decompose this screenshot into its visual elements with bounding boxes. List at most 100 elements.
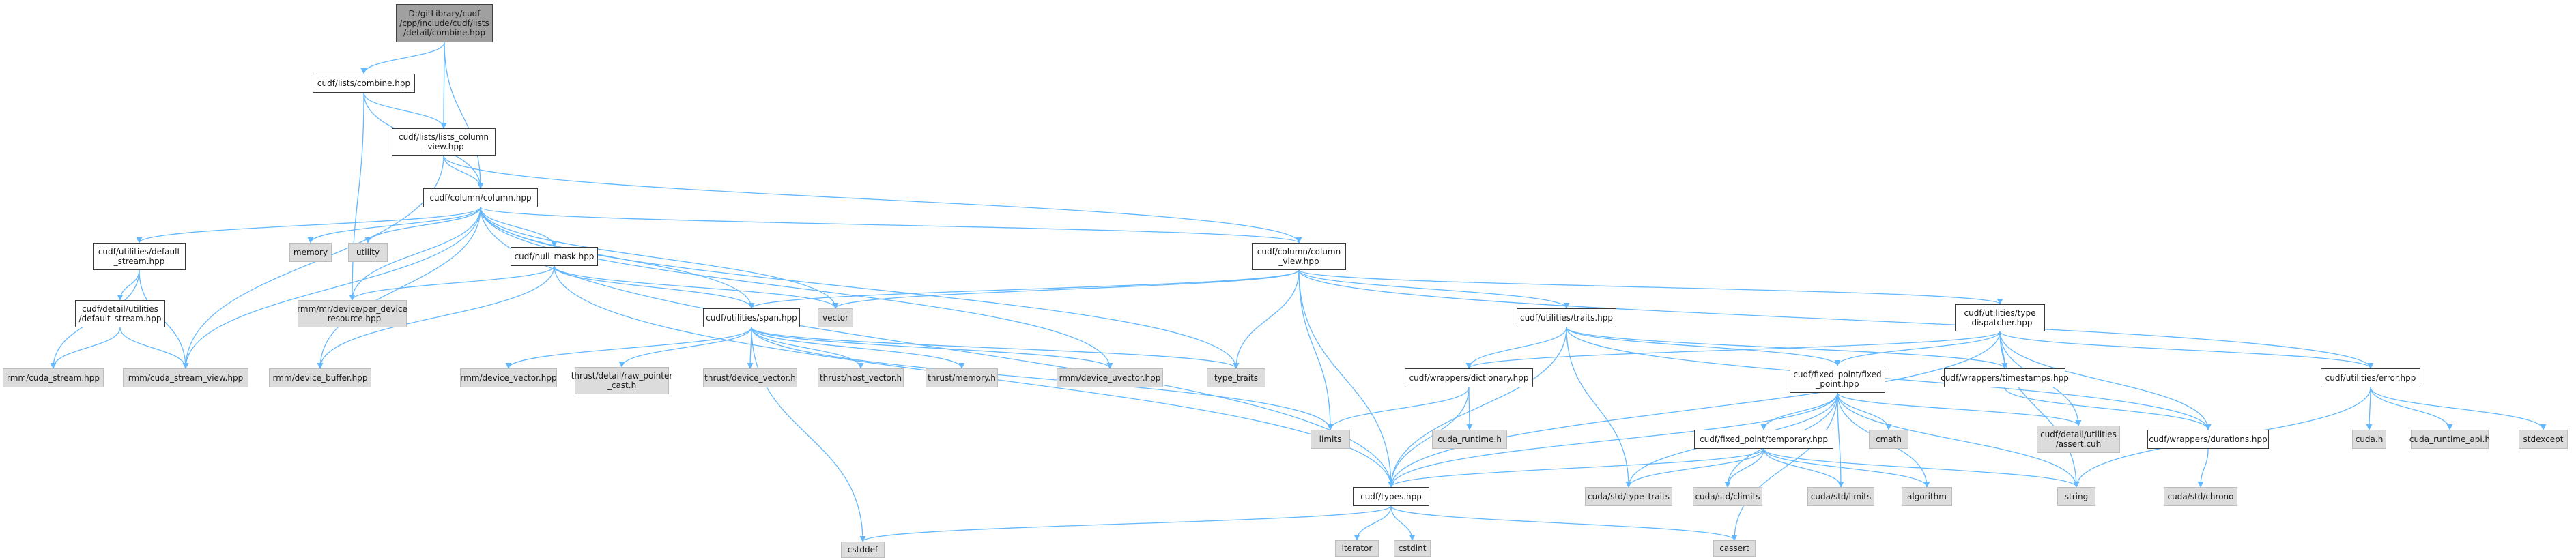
edge-column-to-span [480,207,755,309]
node-fixed-point[interactable]: cudf/fixed_point/fixed _point.hpp [1790,366,1885,393]
edge-column-view-to-type-dispatcher [1298,269,2003,305]
node-memory: memory [289,243,332,262]
edge-traits-to-cuda-std-type-traits [1566,327,1632,488]
edge-lists-combine-to-per-device-resource [349,92,364,301]
edge-span-to-cstddef [751,327,866,542]
node-device-vector-rmm: rmm/device_vector.hpp [460,368,557,387]
node-string: string [2057,487,2095,506]
edge-column-view-to-traits [1298,269,1570,309]
node-thrust-device-vector: thrust/device_vector.h [703,368,797,387]
node-per-device-resource: rmm/mr/device/per_device _resource.hpp [297,300,407,327]
node-column[interactable]: cudf/column/column.hpp [423,188,538,207]
edge-traits-to-dictionary [1465,327,1567,369]
edge-lists-column-view-to-column-view [443,155,1302,244]
node-cuda-std-chrono: cuda/std/chrono [2164,487,2237,506]
edge-dictionary-to-cuda-runtime-h [1466,387,1473,430]
node-iterator: iterator [1335,540,1379,557]
node-error[interactable]: cudf/utilities/error.hpp [2321,368,2420,387]
edge-lists-column-view-to-cuda-stream-view [182,155,444,369]
edge-fixed-point-to-assert-cuh [1837,392,2082,426]
edge-span-to-device-vector-rmm [505,327,752,369]
edge-type-dispatcher-to-error [1999,331,2374,369]
node-types[interactable]: cudf/types.hpp [1353,487,1429,506]
edge-null-mask-to-device-buffer [317,265,555,369]
node-cuda-std-limits: cuda/std/limits [1807,487,1874,506]
edge-column-view-to-span [748,269,1300,309]
edge-fixed-point-to-string [1837,392,2080,488]
edge-span-to-raw-pointer-cast [618,327,752,368]
node-thrust-memory: thrust/memory.h [926,368,998,387]
node-lists-column-view[interactable]: cudf/lists/lists_column _view.hpp [392,128,496,156]
edge-root-to-column [444,42,484,189]
edge-column-to-device-uvector [480,207,1113,369]
edge-durations-to-cuda-std-chrono [2197,448,2209,488]
node-root[interactable]: D:/gitLibrary/cudf /cpp/include/cudf/lis… [396,4,493,42]
node-detail-default-stream[interactable]: cudf/detail/utilities /default_stream.hp… [75,300,165,327]
edge-traits-to-fixed-point [1566,327,1841,366]
node-traits[interactable]: cudf/utilities/traits.hpp [1517,308,1616,327]
edge-column-view-to-error [1298,269,2374,369]
edge-span-to-thrust-memory [751,327,965,369]
edge-types-to-cstddef [859,505,1392,542]
node-column-view[interactable]: cudf/column/column _view.hpp [1252,243,1346,270]
edge-lists-column-view-to-column [443,155,484,189]
node-type-traits: type_traits [1207,368,1265,387]
edge-error-to-cuda-runtime-api [2370,387,2453,430]
edge-types-to-cstdint [1390,505,1416,541]
node-timestamps[interactable]: cudf/wrappers/timestamps.hpp [1941,368,2069,387]
edge-span-to-thrust-host-vector [751,327,864,369]
edge-fixed-point-to-cuda-std-limits [1837,392,1844,488]
node-null-mask[interactable]: cudf/null_mask.hpp [511,247,598,266]
edge-column-view-to-limits [1298,269,1334,430]
node-cuda-std-type-traits: cuda/std/type_traits [1585,487,1672,506]
edge-column-to-per-device-resource [349,207,481,301]
node-stdexcept: stdexcept [2519,430,2568,449]
edge-dictionary-to-types [1388,387,1470,488]
node-lists-combine[interactable]: cudf/lists/combine.hpp [313,74,415,93]
node-dictionary[interactable]: cudf/wrappers/dictionary.hpp [1405,368,1533,387]
node-utility: utility [348,243,388,262]
node-default-stream[interactable]: cudf/utilities/default _stream.hpp [93,243,186,270]
edge-span-to-device-uvector [751,327,1113,369]
edge-type-dispatcher-to-durations [1999,331,2212,430]
edge-type-dispatcher-to-dictionary [1465,331,2001,369]
node-assert-cuh: cudf/detail/utilities /assert.cuh [2037,426,2120,453]
edge-error-to-cuda-h [2366,387,2373,430]
node-span[interactable]: cudf/utilities/span.hpp [703,308,800,327]
node-cuda-stream-view: rmm/cuda_stream_view.hpp [123,368,248,387]
edge-column-to-vector [480,207,839,309]
edge-temporary-to-string [1763,448,2080,488]
edge-null-mask-to-vector [554,265,839,309]
edge-types-to-iterator [1354,505,1392,541]
edge-temporary-to-types [1388,448,1764,488]
edge-lists-combine-to-lists-column-view [363,92,447,129]
edge-error-to-stdexcept [2370,387,2547,430]
edge-fixed-point-to-types [1388,392,1838,488]
node-cmath: cmath [1869,430,1908,449]
node-cstdint: cstdint [1394,540,1431,557]
node-cuda-h: cuda.h [2352,430,2386,449]
edge-fixed-point-to-temporary [1760,392,1838,430]
edge-temporary-to-cuda-std-type-traits [1625,448,1764,488]
node-device-uvector: rmm/device_uvector.hpp [1057,368,1163,387]
edge-column-to-default-stream [136,207,481,244]
edge-temporary-to-cuda-std-climits [1724,448,1764,488]
edge-column-to-column-view [480,207,1302,244]
edge-types-to-cassert [1390,505,1738,541]
edge-fixed-point-to-cassert [1731,392,1838,541]
node-temporary[interactable]: cudf/fixed_point/temporary.hpp [1694,430,1833,449]
edge-dictionary-to-limits [1327,387,1470,430]
edge-column-to-utility [364,207,481,244]
node-durations[interactable]: cudf/wrappers/durations.hpp [2147,430,2269,449]
edge-root-to-lists-combine [360,42,445,74]
edge-null-mask-to-per-device-resource [349,265,555,301]
node-limits: limits [1311,430,1350,449]
edge-column-to-memory [307,207,481,244]
node-cuda-runtime-h: cuda_runtime.h [1432,430,1507,449]
node-device-buffer: rmm/device_buffer.hpp [269,368,371,387]
node-type-dispatcher[interactable]: cudf/utilities/type _dispatcher.hpp [1955,304,2045,331]
edge-span-to-type-traits [751,327,1240,369]
edge-temporary-to-cuda-std-limits [1763,448,1844,488]
